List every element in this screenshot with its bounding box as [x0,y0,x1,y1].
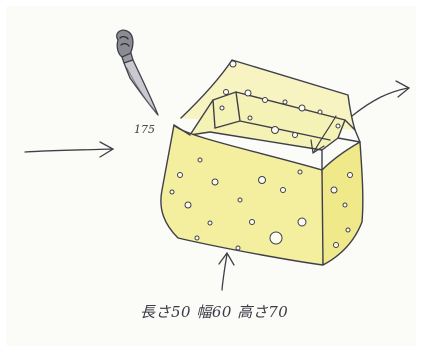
arrow-up-icon [218,251,235,291]
arrow-inner-icon [310,115,337,154]
knife-label: 175 [134,123,155,136]
cheese-holes [169,60,353,251]
arrow-right-icon [24,141,115,158]
cheese-block [160,59,364,266]
dimension-caption: 長さ50 幅60 高さ70 [140,303,288,321]
arrow-curved-icon [351,80,411,117]
knife-icon [116,29,159,116]
